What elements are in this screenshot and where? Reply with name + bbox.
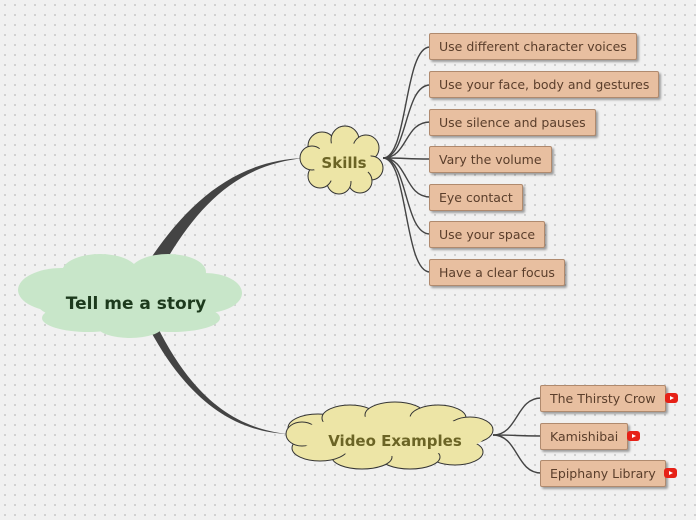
- central-topic-cloud[interactable]: Tell me a story: [18, 254, 242, 338]
- connector-central-videos: [150, 326, 288, 434]
- video-kamishibai[interactable]: Kamishibai: [540, 423, 629, 450]
- skill-character-voices[interactable]: Use different character voices: [429, 33, 637, 60]
- skill-silence-pauses[interactable]: Use silence and pauses: [429, 109, 596, 136]
- skills-topic-cloud[interactable]: Skills: [299, 125, 384, 195]
- video-epiphany-library[interactable]: Epiphany Library: [540, 460, 666, 487]
- video-connectors: [492, 397, 542, 474]
- video-examples-topic-cloud[interactable]: Video Examples: [285, 401, 494, 470]
- skills-connectors: [382, 46, 431, 273]
- youtube-icon[interactable]: [664, 468, 677, 478]
- skill-use-space[interactable]: Use your space: [429, 221, 546, 248]
- central-topic-label: Tell me a story: [66, 294, 206, 314]
- skill-face-body-gestures[interactable]: Use your face, body and gestures: [429, 71, 660, 98]
- youtube-icon[interactable]: [665, 393, 678, 403]
- youtube-icon[interactable]: [627, 431, 640, 441]
- skills-topic-label: Skills: [321, 154, 366, 172]
- video-thirsty-crow[interactable]: The Thirsty Crow: [540, 385, 666, 412]
- skill-clear-focus[interactable]: Have a clear focus: [429, 259, 565, 286]
- skill-vary-volume[interactable]: Vary the volume: [429, 146, 552, 173]
- video-examples-topic-label: Video Examples: [328, 432, 462, 450]
- skill-eye-contact[interactable]: Eye contact: [429, 184, 523, 211]
